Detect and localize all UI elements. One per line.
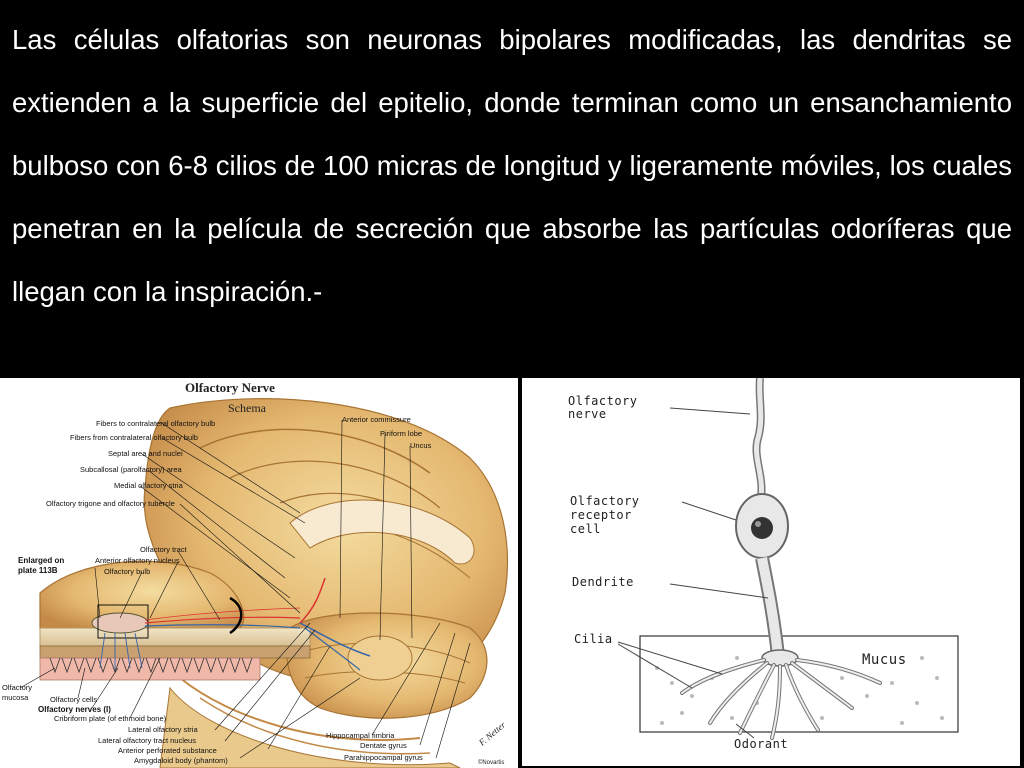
label-dendrite: Dendrite [572,575,634,589]
label-olfactory-trigone: Olfactory trigone and olfactory tubercle [46,499,175,508]
label-piriform-lobe: Piriform lobe [380,429,422,438]
olfactory-tract [144,616,301,624]
label-medial-olfactory-stria: Medial olfactory stria [114,481,184,490]
label-cribriform-plate: Cribriform plate (of ethmoid bone) [54,714,167,723]
label-olfactory-tract: Olfactory tract [140,545,188,554]
parahippocampal-region [159,686,461,768]
receptor-cell-illustration: Olfactory nerve Olfactory receptor cell … [568,378,959,751]
figure-title: Olfactory Nerve [185,380,275,395]
label-lateral-olfactory-tract-nucleus: Lateral olfactory tract nucleus [98,736,196,745]
figure-subtitle: Schema [228,401,267,415]
olfactory-cells [49,657,253,674]
label-receptor-cell-2: receptor [570,508,632,522]
cell-nucleus [751,517,773,539]
label-parahippocampal-gyrus: Parahippocampal gyrus [344,753,423,762]
uncus [347,635,413,681]
label-olfactory-nerve-2: nerve [568,407,607,421]
frontal-lobe-base [39,560,245,629]
artist-signature: F. Netter [476,719,508,748]
label-anterior-olfactory-nucleus: Anterior olfactory nucleus [95,556,180,565]
label-enlarged-note-1: Enlarged on [18,556,64,565]
label-olfactory-mucosa-1: Olfactory [2,683,32,692]
label-anterior-perforated-substance: Anterior perforated substance [118,746,217,755]
label-olfactory-nerves: Olfactory nerves (I) [38,705,111,714]
label-olfactory-mucosa-2: mucosa [2,693,29,702]
label-uncus: Uncus [410,441,432,450]
label-subcallosal-area: Subcallosal (parolfactory) area [80,465,183,474]
label-olfactory-cells: Olfactory cells [50,695,97,704]
copyright-note: ©Novartis [478,759,504,766]
olfactory-nerve-illustration: Olfactory Nerve Schema Fibers to contral… [2,380,509,768]
olfactory-nerve-schema-figure: Olfactory Nerve Schema Fibers to contral… [0,378,518,768]
olfactory-bulb [91,612,149,634]
label-cilia: Cilia [574,632,613,646]
label-fibers-from-contralateral: Fibers from contralateral olfactory bulb [70,433,198,442]
nasal-roof [39,627,311,647]
olfactory-bulb-enlargement-box [97,604,149,639]
label-fibers-to-contralateral: Fibers to contralateral olfactory bulb [96,419,215,428]
label-lateral-olfactory-stria: Lateral olfactory stria [128,725,198,734]
label-receptor-cell-1: Olfactory [570,494,640,508]
label-odorant: Odorant [734,737,788,751]
label-dentate-gyrus: Dentate gyrus [360,741,407,750]
label-mucus: Mucus [862,652,907,668]
label-receptor-cell-3: cell [570,522,601,536]
slide-paragraph: Las células olfatorias son neuronas bipo… [12,24,1012,307]
mucus-layer [639,635,959,733]
label-hippocampal-fimbria: Hippocampal fimbria [326,731,395,740]
label-anterior-commissure: Anterior commissure [342,415,411,424]
corpus-callosum [289,499,475,565]
label-amygdaloid-body: Amygdaloid body (phantom) [134,756,228,765]
olfactory-receptor-cell-figure: Olfactory nerve Olfactory receptor cell … [522,378,1020,766]
label-olfactory-nerve-1: Olfactory [568,394,638,408]
cribriform-plate [39,645,311,659]
label-septal-area: Septal area and nuclei [108,449,183,458]
label-olfactory-bulb: Olfactory bulb [104,567,150,576]
label-enlarged-note-2: plate 113B [18,566,58,575]
